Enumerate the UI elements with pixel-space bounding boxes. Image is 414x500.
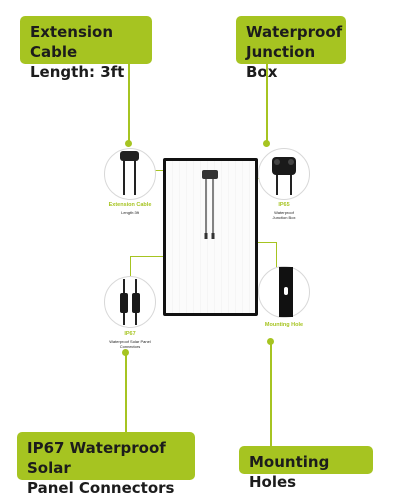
extension-cable-sublabel: Length:3ft xyxy=(121,210,139,215)
thin-line-mount-v xyxy=(276,242,277,270)
mounting-hole-icon xyxy=(279,267,293,317)
leader-line-mounting xyxy=(270,341,272,446)
leader-line-junction xyxy=(266,64,268,144)
extension-cable-detail xyxy=(104,148,156,200)
leader-line-extension xyxy=(128,64,130,144)
leader-dot-junction xyxy=(263,140,270,147)
extension-cable-label: Extension Cable xyxy=(108,202,152,208)
thin-line-ext xyxy=(155,170,169,171)
connector-icon xyxy=(120,279,140,325)
thin-line-ip67-v xyxy=(130,256,131,276)
cable-icon xyxy=(120,151,139,195)
leader-dot-mounting xyxy=(267,338,274,345)
ip67-label: IP67 xyxy=(124,331,136,337)
thin-line-mount xyxy=(256,242,277,243)
ip65-label: IP65 xyxy=(278,202,290,208)
callout-mounting-holes: Mounting Holes xyxy=(239,446,373,491)
leader-dot-connectors xyxy=(122,349,129,356)
callout-extension-cable: Extension Cable Length: 3ft xyxy=(20,16,152,81)
solar-panel xyxy=(163,158,258,316)
junction-box-detail xyxy=(258,148,310,200)
panel-wiring-icon xyxy=(202,170,218,239)
mounting-hole-detail xyxy=(258,266,310,318)
callout-junction-box: Waterproof Junction Box xyxy=(236,16,346,81)
ip67-sublabel: Waterproof Solar Panel Connectors xyxy=(109,339,151,349)
connectors-detail xyxy=(104,276,156,328)
junction-box-icon xyxy=(272,157,296,195)
ip65-sublabel: Waterproof Junction Box xyxy=(272,210,296,220)
mounting-hole-label: Mounting Hole xyxy=(264,322,304,328)
callout-connectors: IP67 Waterproof Solar Panel Connectors xyxy=(17,432,195,497)
leader-dot-extension xyxy=(125,140,132,147)
leader-line-connectors xyxy=(125,352,127,432)
